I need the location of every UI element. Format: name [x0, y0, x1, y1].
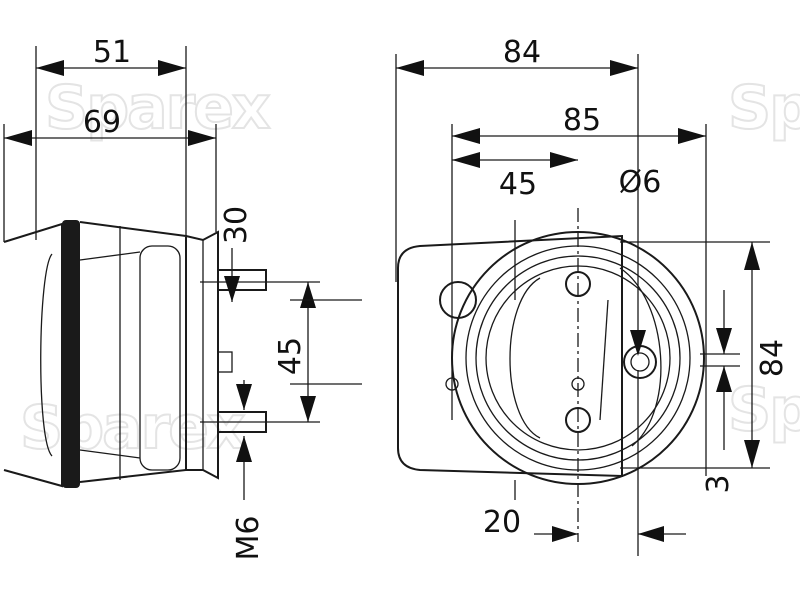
- side-seal-ring: [62, 220, 80, 488]
- front-hole-dia6: [623, 345, 657, 379]
- watermarks: Sparex Sparex Sparex Sparex: [19, 72, 800, 464]
- watermark-top-left: Sparex: [45, 73, 270, 143]
- watermark-top-right: Sparex: [728, 73, 800, 143]
- dim-84-right-label: 84: [755, 339, 790, 377]
- dim-84-top-label: 84: [503, 35, 541, 70]
- side-lens-rim: [139, 245, 181, 471]
- dim-3-label: 3: [701, 474, 736, 493]
- front-plate-hole-large: [439, 281, 477, 319]
- dim-51-label: 51: [93, 35, 131, 70]
- dim-45-front-label: 45: [499, 167, 537, 202]
- side-view: 51 69 30 45 M6: [3, 35, 362, 561]
- dim-69-label: 69: [83, 105, 121, 140]
- side-stud-upper: [217, 269, 267, 291]
- dim-20-label: 20: [483, 505, 521, 540]
- watermark-bottom-left: Sparex: [20, 393, 245, 463]
- dim-m6-label: M6: [231, 516, 266, 561]
- watermark-bottom-right: Sparex: [728, 375, 800, 445]
- side-lens-inner: [40, 253, 53, 457]
- front-view: 84 85 45 Ø6 84 3: [395, 35, 790, 556]
- dim-dia6-label: Ø6: [619, 165, 662, 200]
- side-lens-body: [79, 221, 187, 483]
- dim-85-label: 85: [563, 103, 601, 138]
- dim-45-side-label: 45: [273, 337, 308, 375]
- side-stud-middle: [217, 351, 233, 373]
- front-base-plate: [397, 234, 623, 478]
- dim-30-label: 30: [219, 206, 254, 244]
